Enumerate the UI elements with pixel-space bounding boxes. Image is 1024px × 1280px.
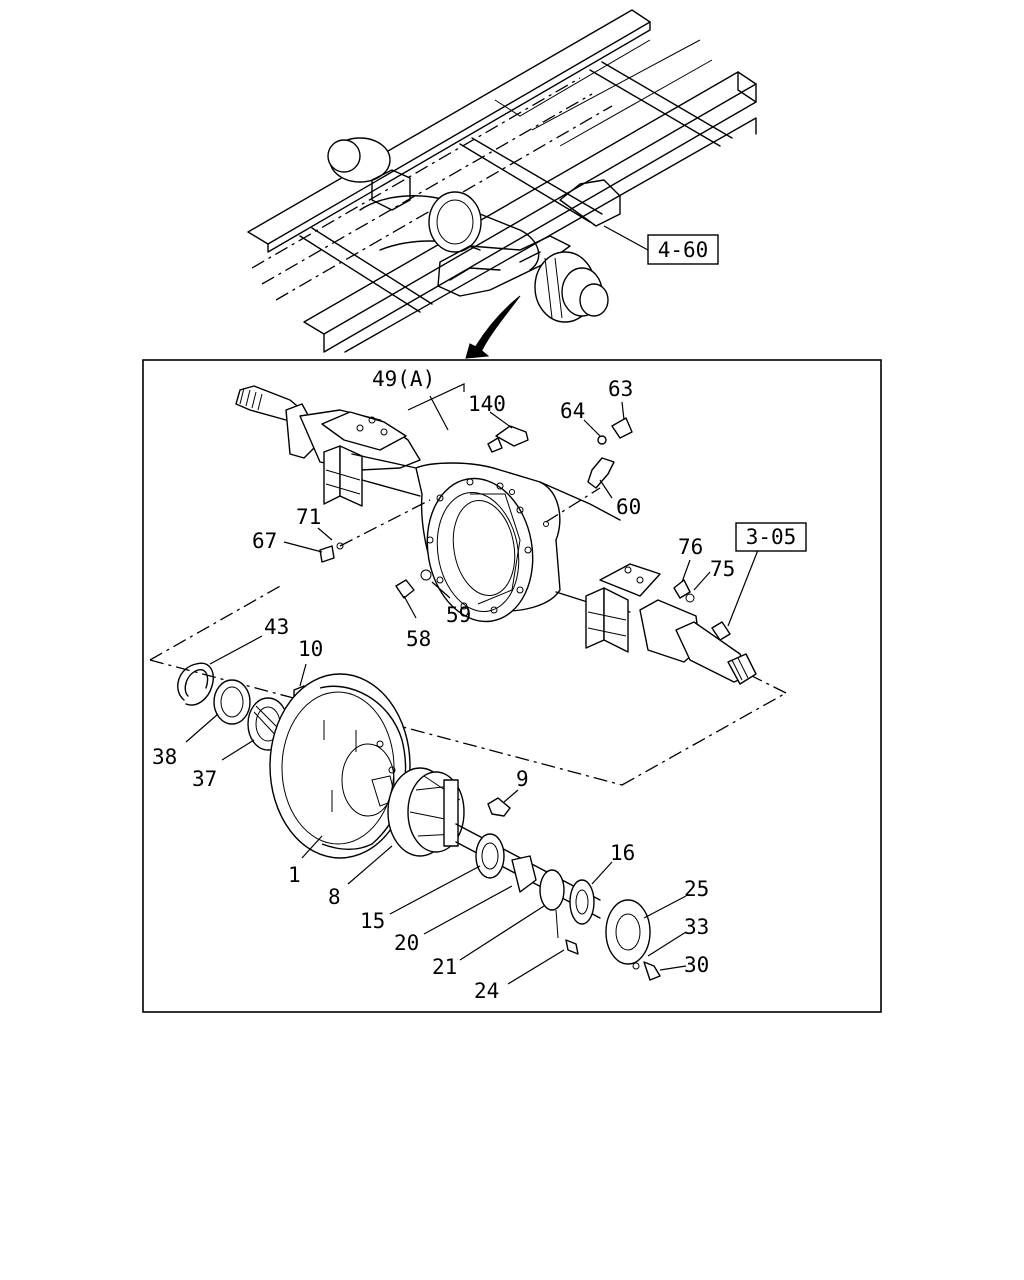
reference-box-3-05[interactable]: 3-05 (727, 522, 807, 627)
chassis-frame-illustration (247, 9, 757, 353)
reference-box-4-60[interactable]: 4-60 (603, 225, 719, 265)
part-label-21[interactable]: 21 (432, 955, 457, 979)
detail-arrow (465, 295, 521, 359)
part-label-33[interactable]: 33 (684, 915, 709, 939)
part-label-140[interactable]: 140 (468, 392, 506, 416)
part-label-25[interactable]: 25 (684, 877, 709, 901)
part-label-24[interactable]: 24 (474, 979, 499, 1003)
part-label-49a[interactable]: 49(A) (372, 367, 435, 391)
part-label-60[interactable]: 60 (616, 495, 641, 519)
part-label-37[interactable]: 37 (192, 767, 217, 791)
brake-drum-assembly (177, 662, 661, 981)
axle-housing (235, 385, 757, 685)
part-label-76[interactable]: 76 (678, 535, 703, 559)
part-label-58[interactable]: 58 (406, 627, 431, 651)
part-label-43[interactable]: 43 (264, 615, 289, 639)
part-label-16[interactable]: 16 (610, 841, 635, 865)
part-label-67[interactable]: 67 (252, 529, 277, 553)
part-label-30[interactable]: 30 (684, 953, 709, 977)
part-label-59[interactable]: 59 (446, 603, 471, 627)
part-label-9[interactable]: 9 (516, 767, 529, 791)
part-label-75[interactable]: 75 (710, 557, 735, 581)
part-label-38[interactable]: 38 (152, 745, 177, 769)
reference-label-4-60: 4-60 (658, 238, 709, 262)
part-label-63[interactable]: 63 (608, 377, 633, 401)
part-label-1[interactable]: 1 (288, 863, 301, 887)
leader-lines (185, 383, 711, 985)
part-label-15[interactable]: 15 (360, 909, 385, 933)
part-label-20[interactable]: 20 (394, 931, 419, 955)
breather-plug-and-bolts (319, 417, 731, 641)
part-labels: 49(A) 140 64 63 60 71 67 76 75 58 59 43 … (152, 367, 735, 1003)
reference-label-3-05: 3-05 (746, 525, 797, 549)
detail-frame (142, 359, 882, 1013)
part-label-8[interactable]: 8 (328, 885, 341, 909)
part-label-71[interactable]: 71 (296, 505, 321, 529)
part-label-64[interactable]: 64 (560, 399, 585, 423)
part-label-10[interactable]: 10 (298, 637, 323, 661)
